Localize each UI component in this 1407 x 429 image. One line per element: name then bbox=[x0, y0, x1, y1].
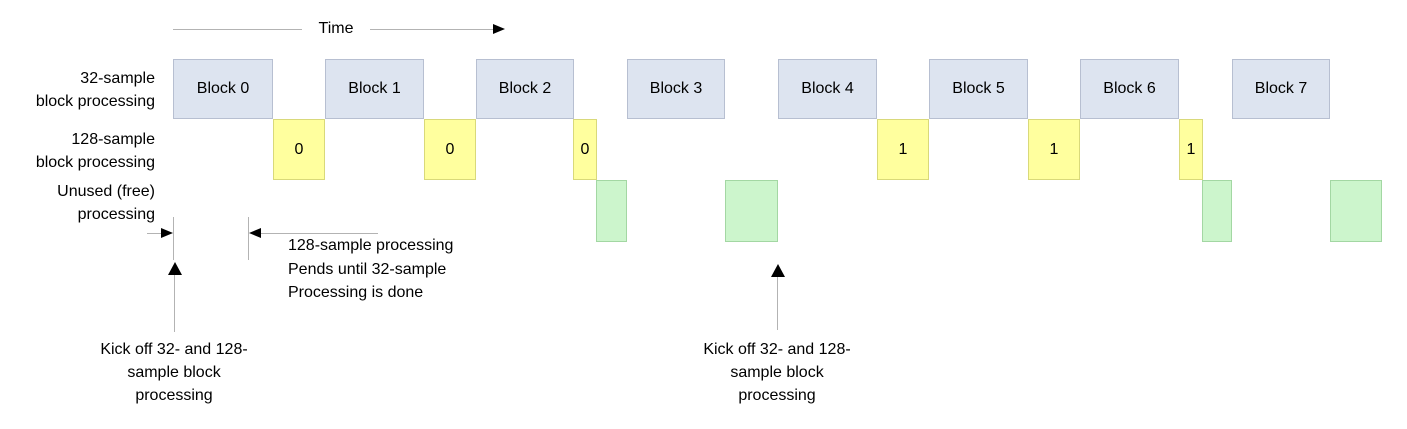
row-label-line: 32-sample bbox=[80, 70, 155, 87]
pend-note-line: 128-sample processing bbox=[288, 237, 454, 254]
time-axis-arrowhead-icon bbox=[493, 24, 505, 34]
arrow-up-icon bbox=[771, 264, 785, 277]
kickoff-arrow-line bbox=[174, 274, 175, 332]
kickoff-note: Kick off 32- and 128- sample block proce… bbox=[667, 338, 887, 407]
block-32-sample-7: Block 7 bbox=[1232, 59, 1330, 119]
kickoff-note-line: sample block bbox=[730, 364, 824, 381]
arrow-up-icon bbox=[168, 262, 182, 275]
arrow-right-icon bbox=[161, 228, 173, 238]
extension-line bbox=[248, 217, 249, 260]
block-128-sample: 1 bbox=[1028, 119, 1080, 180]
block-32-sample-5: Block 5 bbox=[929, 59, 1028, 119]
block-free bbox=[1330, 180, 1382, 242]
block-128-sample: 0 bbox=[273, 119, 325, 180]
block-128-sample: 0 bbox=[424, 119, 476, 180]
block-32-sample-0: Block 0 bbox=[173, 59, 273, 119]
block-32-sample-4: Block 4 bbox=[778, 59, 877, 119]
kickoff-note: Kick off 32- and 128- sample block proce… bbox=[64, 338, 284, 407]
kickoff-note-line: Kick off 32- and 128- bbox=[703, 341, 851, 358]
dimension-arrow-line bbox=[147, 233, 162, 234]
row-label-128-sample: 128-sample block processing bbox=[0, 128, 155, 174]
kickoff-arrow-line bbox=[777, 276, 778, 330]
pend-note-line: Processing is done bbox=[288, 284, 424, 301]
block-128-sample: 1 bbox=[877, 119, 929, 180]
kickoff-note-line: Kick off 32- and 128- bbox=[100, 341, 248, 358]
block-32-sample-1: Block 1 bbox=[325, 59, 424, 119]
pend-note-line: Pends until 32-sample bbox=[288, 260, 447, 278]
block-32-sample-2: Block 2 bbox=[476, 59, 574, 119]
row-label-line: block processing bbox=[35, 154, 155, 171]
row-label-line: processing bbox=[77, 206, 155, 223]
row-label-32-sample: 32-sample block processing bbox=[0, 67, 155, 113]
block-128-sample: 1 bbox=[1179, 119, 1203, 180]
kickoff-note-line: processing bbox=[135, 387, 213, 404]
row-label-unused-free: Unused (free) processing bbox=[0, 180, 155, 226]
time-axis-label: Time bbox=[302, 20, 370, 38]
block-32-sample-6: Block 6 bbox=[1080, 59, 1179, 119]
dimension-arrow-line bbox=[261, 233, 378, 234]
kickoff-note-line: processing bbox=[738, 387, 816, 404]
block-free bbox=[1202, 180, 1232, 242]
extension-line bbox=[173, 217, 174, 260]
block-free bbox=[596, 180, 627, 242]
block-128-sample: 0 bbox=[573, 119, 597, 180]
arrow-left-icon bbox=[249, 228, 261, 238]
kickoff-note-line: sample block bbox=[127, 364, 221, 381]
pend-note: 128-sample processing Pends until 32-sam… bbox=[288, 234, 453, 305]
block-32-sample-3: Block 3 bbox=[627, 59, 725, 119]
block-free bbox=[725, 180, 778, 242]
row-label-line: 128-sample bbox=[71, 131, 155, 148]
row-label-line: Unused (free) bbox=[57, 183, 155, 200]
row-label-line: block processing bbox=[35, 93, 155, 110]
